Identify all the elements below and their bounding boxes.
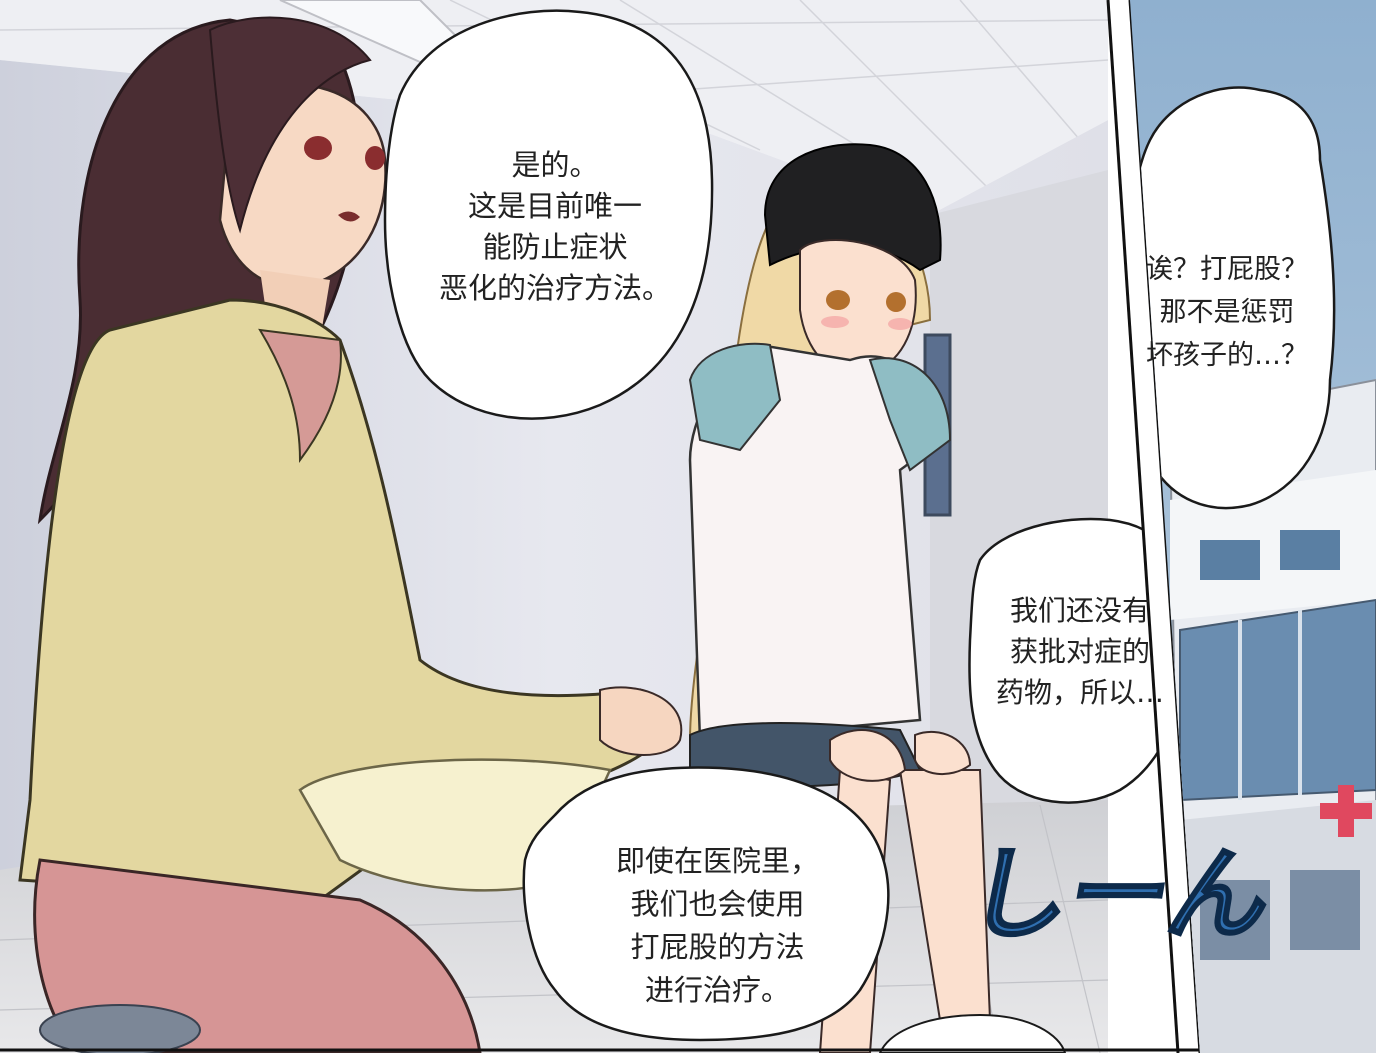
bubble-2-line-3: 药物，所以… [995, 676, 1164, 709]
bubble-3-line-3: 打屁股的方法 [630, 930, 805, 964]
bubble-1-line-3: 能防止症状 [482, 230, 628, 264]
bubble-1-line-4: 恶化的治疗方法。 [438, 271, 671, 305]
thought-line-2: 那不是惩罚 [1159, 297, 1295, 328]
thought-line-3: 坏孩子的…？ [1146, 340, 1308, 371]
thought-bubble-text: 诶？打屁股？ 那不是惩罚 坏孩子的…？ [1128, 248, 1326, 377]
bubble-1-text: 是的。 这是目前唯一 能防止症状 恶化的治疗方法。 [420, 145, 690, 309]
main-panel [0, 0, 1178, 1053]
speech-bubble-1 [383, 9, 714, 420]
bubble-2-line-1: 我们还没有 [1009, 594, 1150, 627]
bubble-3-line-1: 即使在医院里， [615, 844, 819, 878]
hospital-building [1168, 378, 1376, 1053]
bubble-1-line-1: 是的。 [511, 148, 599, 182]
thought-line-1: 诶？打屁股？ [1146, 254, 1308, 285]
bubble-1-line-2: 这是目前唯一 [467, 189, 642, 223]
bubble-3-line-4: 进行治疗。 [644, 973, 790, 1007]
woman-character [18, 16, 683, 1053]
speech-bubble-2 [968, 517, 1178, 804]
speech-bubble-3 [522, 766, 890, 1042]
red-cross-sign [1320, 785, 1372, 837]
bubble-2-text: 我们还没有 获批对症的 药物，所以… [975, 590, 1185, 713]
bubble-3-text: 即使在医院里， 我们也会使用 打屁股的方法 进行治疗。 [585, 840, 850, 1012]
bubble-2-line-2: 获批对症的 [1009, 635, 1150, 668]
bubble-3-line-2: 我们也会使用 [630, 887, 805, 921]
thought-bubble [1130, 86, 1336, 510]
sound-effect-silence: しーん [958, 835, 1282, 955]
